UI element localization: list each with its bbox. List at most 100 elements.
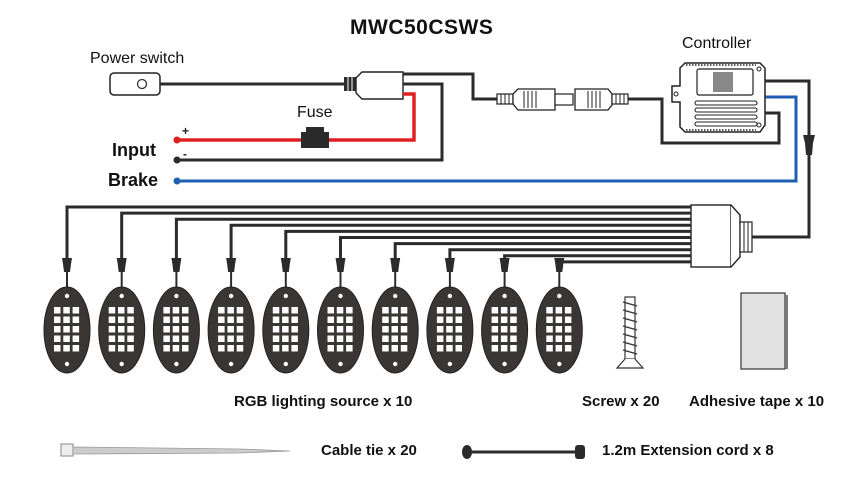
led-cell: [400, 316, 408, 323]
led-cell: [446, 307, 453, 314]
led-cell: [236, 307, 244, 314]
led-cell: [118, 326, 125, 333]
led-cell: [510, 307, 517, 314]
led-cell: [382, 326, 389, 333]
led-cell: [491, 335, 499, 342]
led-cell: [163, 335, 170, 342]
led-cell: [400, 335, 408, 342]
led-cell: [118, 316, 125, 323]
rgb-light-pod: [481, 258, 529, 374]
led-cell: [227, 316, 234, 323]
led-cell: [172, 307, 180, 314]
pod-wire: [557, 260, 691, 264]
rgb-light-pod: [152, 258, 200, 374]
led-cell: [118, 345, 125, 352]
led-cell: [127, 316, 134, 323]
led-cell: [127, 326, 134, 333]
led-cell: [272, 316, 280, 323]
led-cell: [172, 326, 180, 333]
led-cell: [555, 316, 563, 323]
led-cell: [346, 326, 353, 333]
negative-wire: [178, 82, 444, 162]
led-cell: [400, 307, 408, 314]
rgb-light-pod: [207, 258, 255, 374]
led-cell: [446, 316, 453, 323]
power-switch-label: Power switch: [90, 50, 185, 67]
led-cell: [564, 345, 572, 352]
led-cell: [291, 345, 298, 352]
led-cell: [108, 326, 116, 333]
led-cell: [218, 326, 225, 333]
led-cell: [455, 326, 462, 333]
led-cell: [118, 307, 125, 314]
led-cell: [491, 326, 499, 333]
brake-wire: [178, 95, 798, 183]
pod-wires: [65, 205, 691, 264]
screw-icon: [615, 296, 645, 369]
rgb-light-pod: [535, 258, 583, 374]
led-cell: [72, 326, 80, 333]
led-cell: [510, 316, 517, 323]
pod-wire: [284, 229, 691, 260]
led-cell: [72, 307, 80, 314]
led-cell: [182, 307, 189, 314]
led-cell: [455, 335, 462, 342]
led-cell: [163, 345, 170, 352]
harness-connector: [344, 71, 404, 100]
led-cell: [491, 316, 499, 323]
led-cell: [182, 335, 189, 342]
rgb-light-pod: [426, 258, 474, 374]
led-cell: [272, 307, 280, 314]
led-cell: [108, 316, 116, 323]
led-cell: [382, 335, 389, 342]
led-cell: [72, 335, 80, 342]
negative-terminal: [173, 156, 181, 164]
led-cell: [282, 345, 289, 352]
led-cell: [227, 307, 234, 314]
led-cell: [500, 345, 508, 352]
led-cell: [282, 326, 289, 333]
led-cell: [218, 335, 225, 342]
led-cell: [227, 345, 234, 352]
led-cell: [346, 335, 353, 342]
led-cell: [54, 326, 61, 333]
led-cell: [382, 316, 389, 323]
led-cell: [72, 345, 80, 352]
led-cell: [491, 307, 499, 314]
led-cell: [272, 345, 280, 352]
led-cell: [282, 316, 289, 323]
led-cell: [108, 335, 116, 342]
rgb-light-pod: [317, 258, 364, 374]
led-cell: [564, 335, 572, 342]
led-cell: [108, 345, 116, 352]
led-cell: [436, 326, 444, 333]
extension-cord-icon: [462, 445, 585, 459]
led-cell: [555, 307, 563, 314]
positive-terminal: [173, 136, 181, 144]
led-cell: [436, 345, 444, 352]
led-cell: [227, 335, 234, 342]
led-cell: [455, 316, 462, 323]
led-cell: [54, 335, 61, 342]
brake-terminal: [173, 177, 181, 185]
pod-wire: [174, 217, 691, 260]
led-cell: [391, 307, 398, 314]
positive-wire: [178, 92, 416, 142]
inline-plug-connectors: [496, 88, 629, 111]
adhesive-tape-label: Adhesive tape x 10: [689, 393, 825, 410]
led-cell: [236, 335, 244, 342]
input-label: Input: [112, 140, 156, 160]
led-cell: [564, 307, 572, 314]
led-cell: [236, 326, 244, 333]
led-cell: [63, 335, 70, 342]
power-switch: [109, 72, 161, 96]
led-cell: [127, 307, 134, 314]
led-cell: [327, 345, 334, 352]
led-cell: [182, 316, 189, 323]
led-cell: [336, 335, 344, 342]
led-cell: [327, 326, 334, 333]
cable-tie-icon: [60, 443, 291, 457]
led-cell: [546, 345, 553, 352]
led-cell: [227, 326, 234, 333]
